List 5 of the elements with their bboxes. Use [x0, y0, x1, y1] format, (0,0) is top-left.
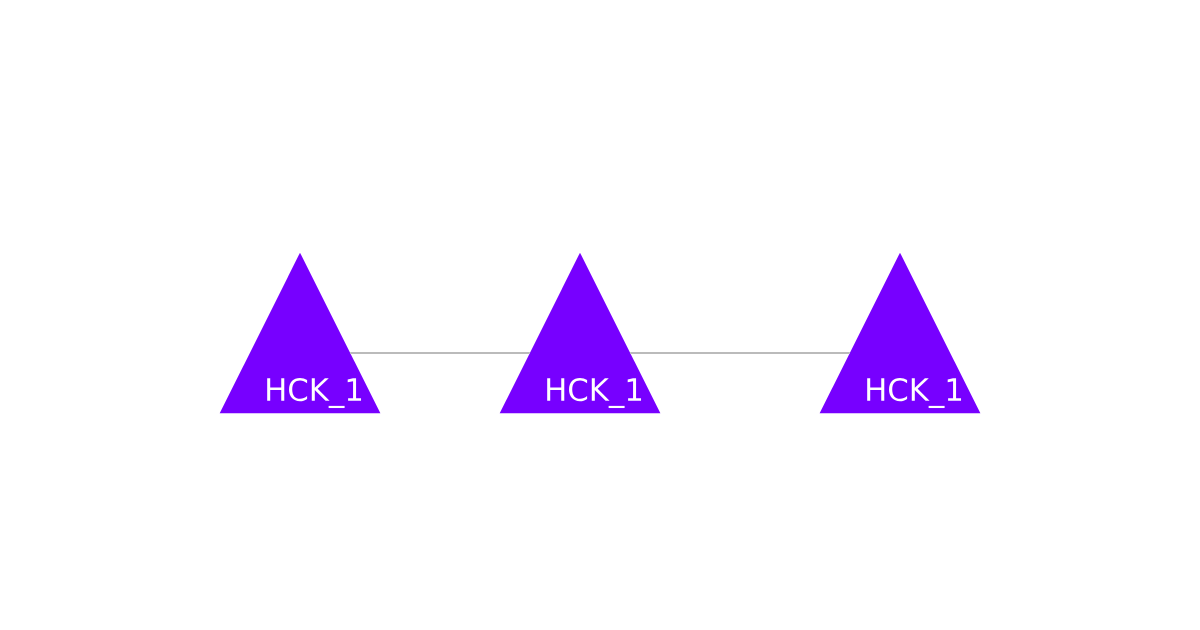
triangle-node: HCK_1 [219, 252, 381, 414]
triangle-node: HCK_1 [499, 252, 661, 414]
connector-line [629, 352, 851, 355]
connector-line [349, 352, 531, 355]
triangle-node: HCK_1 [819, 252, 981, 414]
